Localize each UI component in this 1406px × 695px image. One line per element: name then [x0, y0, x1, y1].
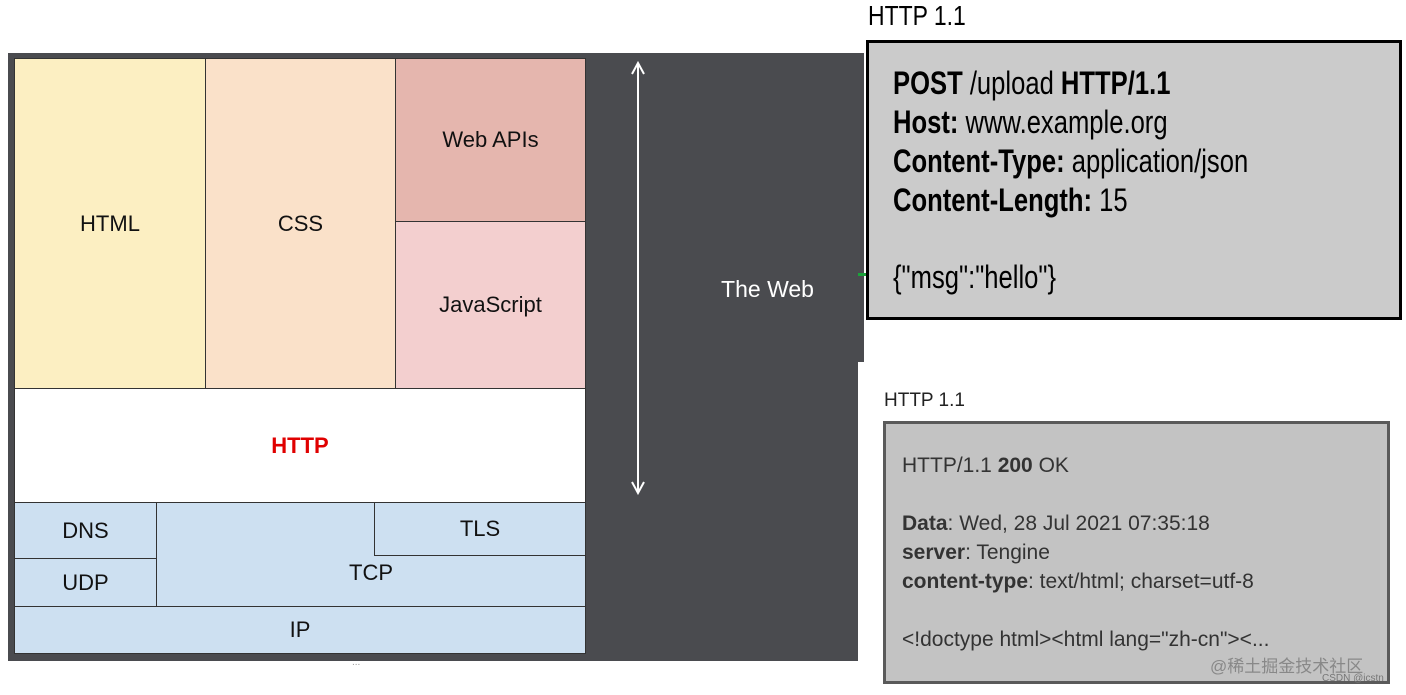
- udp-layer: UDP: [14, 558, 157, 607]
- ip-layer: IP: [14, 606, 586, 654]
- ellipsis-mark: ...: [352, 657, 361, 668]
- dns-layer: DNS: [14, 502, 157, 559]
- request-content-length-header: Content-Length: 15: [893, 182, 1128, 219]
- request-panel: POST /upload HTTP/1.1 Host: www.example.…: [866, 40, 1402, 320]
- tcp-label: TCP: [349, 559, 393, 585]
- date-value: : Wed, 28 Jul 2021 07:35:18: [947, 512, 1210, 535]
- server-key: server: [902, 541, 966, 564]
- content-type-key: content-type: [902, 570, 1028, 593]
- html-label: HTML: [80, 210, 140, 236]
- server-value: : Tengine: [965, 541, 1050, 564]
- ip-label: IP: [289, 617, 311, 642]
- connector-line: [858, 273, 868, 276]
- double-arrow-icon: [631, 60, 645, 496]
- response-date-header: Data: Wed, 28 Jul 2021 07:35:18: [902, 512, 1210, 536]
- web-panel-extension: [840, 53, 864, 362]
- dns-label: DNS: [62, 517, 109, 543]
- request-heading: HTTP 1.1: [868, 0, 966, 31]
- response-status-line: HTTP/1.1 200 OK: [902, 454, 1069, 478]
- content-type-key: Content-Type:: [893, 143, 1065, 179]
- request-content-type-header: Content-Type: application/json: [893, 143, 1248, 180]
- response-panel: HTTP/1.1 200 OK Data: Wed, 28 Jul 2021 0…: [883, 421, 1390, 684]
- response-body: <!doctype html><html lang="zh-cn"><...: [902, 628, 1270, 651]
- request-method: POST: [893, 65, 963, 101]
- tls-layer: TLS: [374, 502, 586, 556]
- host-value: www.example.org: [958, 104, 1168, 140]
- watermark-text: @稀土掘金技术社区: [1210, 657, 1364, 676]
- html-layer: HTML: [14, 58, 206, 389]
- content-length-key: Content-Length:: [893, 182, 1093, 218]
- tls-label: TLS: [459, 516, 501, 541]
- javascript-label: JavaScript: [439, 292, 542, 317]
- date-key: Data: [902, 512, 948, 535]
- content-type-value: application/json: [1064, 143, 1249, 179]
- content-length-value: 15: [1092, 182, 1128, 218]
- request-path: /upload: [962, 65, 1061, 101]
- content-type-value: : text/html; charset=utf-8: [1028, 570, 1254, 593]
- response-heading: HTTP 1.1: [884, 390, 965, 411]
- css-label: CSS: [277, 210, 324, 236]
- status-prefix: HTTP/1.1: [902, 454, 998, 477]
- udp-label: UDP: [62, 569, 109, 595]
- http-layer: HTTP: [14, 388, 586, 503]
- watermark-credit: CSDN @icstn: [1322, 673, 1384, 684]
- request-body: {"msg":"hello"}: [893, 259, 1057, 295]
- web-label: The Web: [721, 276, 814, 302]
- http-label: HTTP: [271, 432, 329, 458]
- javascript-layer: JavaScript: [395, 221, 586, 389]
- host-key: Host:: [893, 104, 959, 140]
- web-apis-label: Web APIs: [442, 127, 539, 152]
- request-host-header: Host: www.example.org: [893, 104, 1168, 141]
- css-layer: CSS: [205, 58, 396, 389]
- status-code: 200: [997, 454, 1033, 477]
- status-text: OK: [1032, 454, 1069, 477]
- request-line: POST /upload HTTP/1.1: [893, 65, 1170, 102]
- request-version: HTTP/1.1: [1060, 65, 1171, 101]
- response-server-header: server: Tengine: [902, 541, 1050, 565]
- web-apis-layer: Web APIs: [395, 58, 586, 222]
- response-content-type-header: content-type: text/html; charset=utf-8: [902, 570, 1254, 594]
